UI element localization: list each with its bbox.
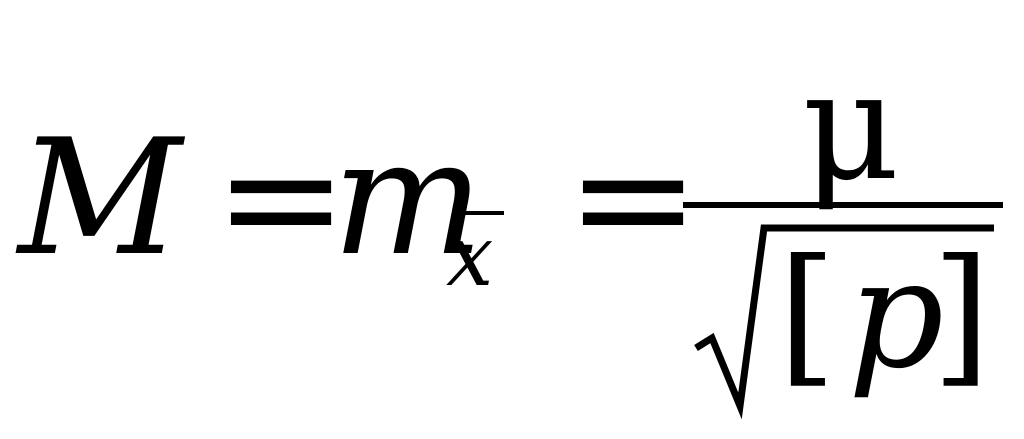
bracket-close: ]	[932, 228, 991, 402]
numerator-mu: μ	[802, 40, 900, 214]
symbol-p: p	[848, 228, 945, 402]
equals-sign: =	[214, 104, 349, 291]
overbar	[452, 211, 504, 215]
equals-sign-2: =	[566, 104, 701, 291]
fraction-bar	[683, 202, 1003, 208]
symbol-M: M	[18, 104, 182, 291]
square-root-icon	[694, 224, 994, 420]
symbol-m: m	[332, 104, 484, 291]
subscript-x: x	[446, 207, 494, 305]
bracket-open: [	[778, 228, 837, 402]
